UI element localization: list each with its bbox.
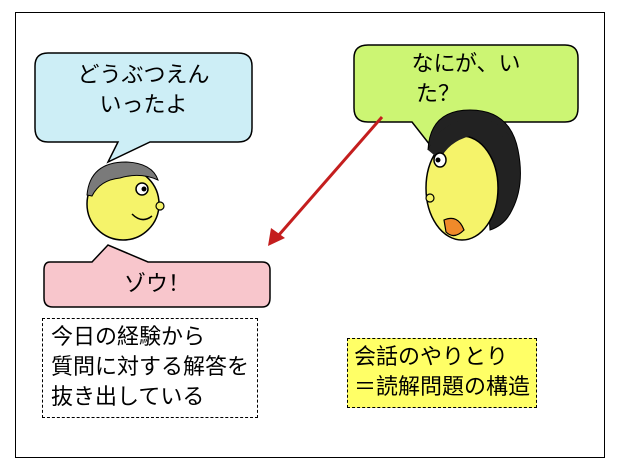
left-note-line1: 今日の経験から bbox=[51, 325, 206, 350]
answer-bubble-text: ゾウ！ bbox=[123, 272, 190, 297]
right-bubble-text: なにが、い た？ bbox=[354, 50, 578, 110]
right-note-line1: 会話のやりとり bbox=[354, 345, 509, 370]
woman-character bbox=[425, 109, 521, 241]
right-bubble-line1: なにが、い bbox=[411, 52, 521, 77]
left-note-box: 今日の経験から 質問に対する解答を 抜き出している bbox=[42, 318, 259, 418]
right-note-box: 会話のやりとり ＝読解問題の構造 bbox=[347, 338, 538, 408]
woman-mouth bbox=[443, 217, 465, 237]
right-note-line2: ＝読解問題の構造 bbox=[354, 375, 531, 400]
red-arrow bbox=[268, 116, 384, 246]
boy-mouth bbox=[131, 213, 153, 221]
right-bubble-line2: た？ bbox=[416, 82, 461, 107]
left-note-line3: 抜き出している bbox=[51, 385, 205, 410]
boy-character bbox=[86, 161, 165, 241]
boy-ear bbox=[155, 201, 165, 211]
left-speech-bubble bbox=[34, 52, 253, 164]
left-bubble-line2: いったよ bbox=[99, 93, 188, 118]
left-note-line2: 質問に対する解答を bbox=[51, 355, 250, 380]
left-bubble-text: どうぶつえん いったよ bbox=[35, 61, 252, 121]
woman-ear bbox=[425, 193, 435, 203]
boy-hair bbox=[86, 161, 159, 197]
answer-speech-bubble bbox=[43, 244, 271, 308]
left-bubble-line1: どうぶつえん bbox=[77, 63, 210, 88]
